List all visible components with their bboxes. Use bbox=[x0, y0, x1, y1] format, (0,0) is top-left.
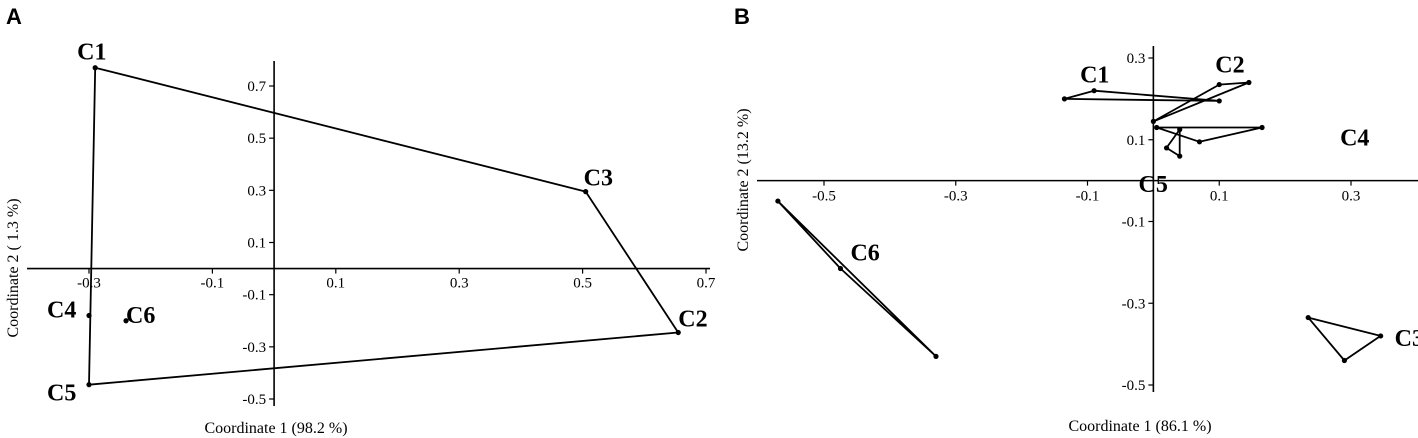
panel-a-label-c4: C4 bbox=[47, 298, 76, 324]
panel-a-point-c5 bbox=[86, 382, 92, 388]
panel-b-point-c5 bbox=[1177, 126, 1183, 133]
panel-b-y-tick-label: -0.3 bbox=[1122, 296, 1146, 312]
panel-b-point-c4 bbox=[1196, 139, 1203, 145]
panel-b-label: B bbox=[734, 4, 750, 29]
panel-b-point-c6 bbox=[933, 353, 939, 359]
panel-b-y-axis-title: Coordinate 2 (13.2 %) bbox=[735, 108, 752, 251]
panel-b-point-c6 bbox=[775, 198, 781, 204]
panel-b-label-c3: C3 bbox=[1395, 326, 1418, 352]
panel-b-point-c2 bbox=[1150, 118, 1156, 124]
panel-a-y-tick-label: -0.5 bbox=[242, 392, 266, 408]
panel-b-x-tick-label: -0.5 bbox=[812, 189, 836, 205]
panel-b-hull-c3 bbox=[1307, 316, 1382, 362]
panel-b-point-c2 bbox=[1216, 81, 1222, 88]
panel-a-label-c6: C6 bbox=[126, 303, 155, 329]
panel-a-point-c4 bbox=[86, 312, 92, 319]
panel-b-label-c5: C5 bbox=[1139, 172, 1168, 198]
panel-b-x-ticks: -0.5 -0.3 -0.1 0.1 0.3 bbox=[812, 180, 1361, 205]
panel-a-x-axis-title: Coordinate 1 (98.2 %) bbox=[204, 420, 347, 437]
panel-b-hull-c5 bbox=[1165, 128, 1181, 157]
panel-b-point-c3 bbox=[1378, 333, 1384, 339]
panel-b-y-tick-label: -0.1 bbox=[1122, 215, 1146, 231]
panel-b-y-tick-label: 0.3 bbox=[1127, 51, 1146, 67]
panel-a-point-c3 bbox=[583, 189, 589, 195]
panel-b-x-tick-label: -0.1 bbox=[1076, 189, 1100, 205]
panel-b-label-c1: C1 bbox=[1080, 63, 1109, 89]
panel-b-hull-c1 bbox=[1063, 89, 1221, 102]
panel-a-y-ticks: 0.7 0.5 0.3 0.1 -0.1 -0.3 -0.5 bbox=[242, 79, 275, 408]
panel-b-label-c2: C2 bbox=[1215, 53, 1244, 79]
panel-b-x-tick-label: 0.1 bbox=[1210, 189, 1229, 205]
panel-a-point-c1 bbox=[92, 65, 98, 71]
panel-b-y-ticks: 0.3 0.1 -0.1 -0.3 -0.5 bbox=[1122, 51, 1154, 394]
panel-a-x-tick-label: -0.1 bbox=[201, 276, 225, 292]
panel-b-point-c1 bbox=[1091, 88, 1097, 94]
panel-b-label-c6: C6 bbox=[850, 241, 879, 267]
panel-b-hulls bbox=[777, 81, 1382, 362]
panel-a-label: A bbox=[6, 4, 22, 29]
panel-a-y-tick-label: 0.5 bbox=[247, 131, 266, 147]
panel-a-y-tick-label: 0.7 bbox=[247, 79, 266, 95]
panel-a-hull bbox=[88, 66, 680, 386]
panel-b-point-c1 bbox=[1061, 96, 1068, 102]
panel-b-point-c5 bbox=[1163, 145, 1170, 151]
panel-a-x-tick-label: 0.1 bbox=[326, 276, 345, 292]
panel-b-y-tick-label: -0.5 bbox=[1122, 378, 1146, 394]
panel-a-x-tick-label: -0.3 bbox=[77, 276, 101, 292]
panel-a-label-c1: C1 bbox=[77, 40, 106, 66]
panel-b-point-c5 bbox=[1177, 153, 1183, 159]
panel-a-y-tick-label: 0.3 bbox=[247, 183, 266, 199]
panel-a-y-tick-label: -0.3 bbox=[242, 340, 266, 356]
panel-b-label-c4: C4 bbox=[1340, 125, 1369, 151]
panel-b-point-c6 bbox=[837, 265, 844, 272]
panel-a-x-tick-label: 0.3 bbox=[450, 276, 469, 292]
panel-a-x-tick-label: 0.5 bbox=[573, 276, 592, 292]
panel-b-point-c1 bbox=[1216, 98, 1222, 104]
panel-b-y-tick-label: 0.1 bbox=[1127, 133, 1146, 149]
panel-b-x-axis-title: Coordinate 1 (86.1 %) bbox=[1068, 418, 1211, 435]
panel-a-label-c2: C2 bbox=[678, 306, 707, 332]
panel-b-point-c4 bbox=[1259, 124, 1265, 131]
panel-a-x-tick-label: 0.7 bbox=[697, 276, 716, 292]
panel-a-x-ticks: -0.3 -0.1 0.1 0.3 0.5 0.7 bbox=[77, 268, 716, 292]
panel-b-x-tick-label: 0.3 bbox=[1342, 189, 1361, 205]
panel-a-point-c6 bbox=[123, 318, 129, 324]
panel-b-hull-c2 bbox=[1152, 81, 1250, 123]
panel-b-hull-c4 bbox=[1155, 126, 1263, 143]
panel-b-x-tick-label: -0.3 bbox=[944, 189, 968, 205]
panel-a-points bbox=[86, 65, 681, 388]
panel-b-hull-c6 bbox=[777, 200, 937, 358]
panel-b-point-c2 bbox=[1246, 79, 1252, 86]
panel-a-y-tick-label: 0.1 bbox=[247, 236, 266, 252]
panel-b-point-c4 bbox=[1154, 124, 1160, 131]
panel-a-label-c5: C5 bbox=[47, 381, 76, 407]
panel-a-y-tick-label: -0.1 bbox=[242, 288, 266, 304]
panel-a-y-axis-title: Coordinate 2 ( 1.3 %) bbox=[5, 198, 22, 337]
panel-a-point-c2 bbox=[675, 329, 681, 336]
panel-a-label-c3: C3 bbox=[584, 166, 613, 192]
panel-b-point-c3 bbox=[1305, 314, 1311, 321]
panel-b-points bbox=[775, 79, 1384, 364]
panel-b-point-c3 bbox=[1341, 357, 1348, 364]
